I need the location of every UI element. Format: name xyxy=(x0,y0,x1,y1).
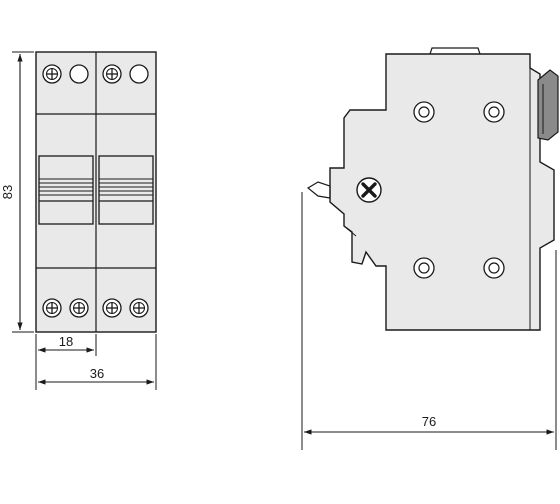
pole-width-label: 18 xyxy=(59,334,73,349)
terminal-screw-icon xyxy=(42,64,62,84)
depth-dimension: 76 xyxy=(301,192,557,450)
terminal-screw-icon xyxy=(69,298,89,318)
cross-screw-icon xyxy=(356,177,382,203)
terminal-hole-icon xyxy=(69,64,89,84)
terminal-screw-icon xyxy=(42,298,62,318)
toggle-handle-left xyxy=(38,155,94,225)
terminal-screw-icon xyxy=(129,298,149,318)
total-width-dimension: 36 xyxy=(38,334,157,390)
height-dimension: 83 xyxy=(0,51,34,333)
depth-label: 76 xyxy=(422,414,436,429)
terminal-screw-icon xyxy=(102,64,122,84)
total-width-label: 36 xyxy=(90,366,104,381)
toggle-handle-right xyxy=(98,155,154,225)
side-view: 76 xyxy=(301,47,559,450)
pole-width-dimension: 18 xyxy=(35,334,97,390)
terminal-screw-icon xyxy=(102,298,122,318)
front-view: 83 18 36 xyxy=(0,51,157,390)
side-terminal-icon xyxy=(413,257,435,279)
side-terminal-icon xyxy=(483,257,505,279)
height-dimension-label: 83 xyxy=(0,185,15,199)
din-clip xyxy=(306,181,331,199)
side-terminal-icon xyxy=(413,101,435,123)
terminal-hole-icon xyxy=(129,64,149,84)
side-terminal-icon xyxy=(483,101,505,123)
release-tab xyxy=(537,69,559,141)
